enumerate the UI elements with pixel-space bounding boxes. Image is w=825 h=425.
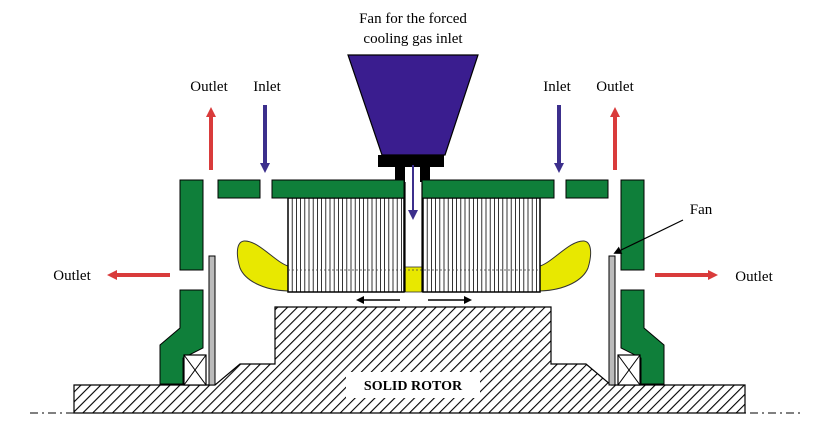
- end-winding-left: [236, 240, 289, 292]
- end-winding-center: [404, 266, 424, 293]
- top-frame-plate-center-left: [271, 179, 405, 199]
- top-frame-plate-center-right: [421, 179, 555, 199]
- housing-left-lower: [159, 289, 204, 385]
- outlet-label-top-left: Outlet: [190, 79, 228, 95]
- inlet-duct-right: [420, 165, 430, 182]
- inlet-duct-left: [395, 165, 405, 182]
- top-frame-plate-left: [217, 179, 261, 199]
- fan-blade-left: [208, 255, 216, 386]
- fan-inlet-label-line1: Fan for the forced: [359, 11, 467, 27]
- fan-inlet-label-line2: cooling gas inlet: [363, 31, 463, 47]
- fan-blade-right: [608, 255, 616, 386]
- housing-right-lower: [620, 289, 665, 385]
- outlet-label-left: Outlet: [53, 268, 91, 284]
- stator-core-left: [287, 197, 405, 293]
- fan-leader-line: [613, 219, 684, 254]
- inlet-fan-neck: [378, 155, 444, 167]
- inlet-label-right: Inlet: [543, 79, 571, 95]
- stator-core-right: [422, 197, 541, 293]
- rotor-label-box: [346, 372, 480, 398]
- fan-label: Fan: [690, 202, 713, 218]
- lamination-stack-outline: [287, 197, 405, 293]
- bearing-right-cross-b: [617, 354, 641, 386]
- inlet-label-left: Inlet: [253, 79, 281, 95]
- rotor-label: SOLID ROTOR: [364, 379, 463, 394]
- bearing-left-cross-b: [183, 354, 207, 386]
- housing-left-upper: [179, 179, 204, 271]
- housing-right-upper: [620, 179, 645, 271]
- inlet-fan-body: [347, 54, 479, 156]
- outlet-label-right: Outlet: [735, 269, 773, 285]
- top-frame-plate-right: [565, 179, 609, 199]
- outlet-label-top-right: Outlet: [596, 79, 634, 95]
- end-winding-right: [539, 240, 592, 292]
